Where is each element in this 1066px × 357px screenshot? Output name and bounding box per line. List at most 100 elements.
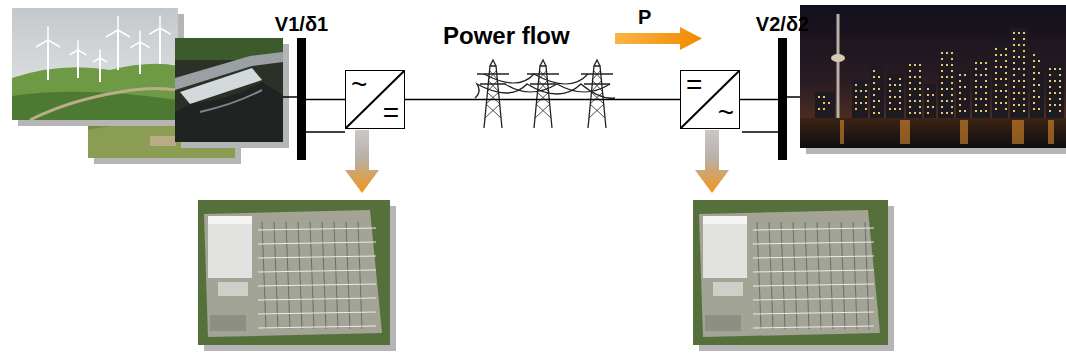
converter-diagonal-line [346,71,404,128]
lit-window [1013,38,1015,40]
transmission-line [740,99,778,101]
building [924,84,936,118]
turbine-blade [130,42,140,48]
lit-window [878,100,880,102]
turbine-tower [117,30,119,70]
switchyard-gantry [865,222,869,329]
lit-window [927,112,929,114]
lit-window [985,104,987,106]
lit-window [995,90,997,92]
lit-window [909,106,911,108]
turbine-blade [100,58,107,62]
lit-window [878,112,880,114]
lit-window [927,94,929,96]
station-arrow [345,130,379,193]
lit-window [1059,74,1061,76]
lit-window [951,58,953,60]
lit-window [932,94,934,96]
transformer [705,315,741,331]
valve-hall [208,216,252,278]
lit-window [1049,68,1051,70]
lit-window [1059,92,1061,94]
lit-window [951,52,953,54]
sky [12,8,178,120]
switchyard-gantry [757,222,761,329]
lit-window [1005,54,1007,56]
lit-window [1018,104,1020,106]
lit-window [995,108,997,110]
busbar-row [258,270,376,272]
lit-window [1005,96,1007,98]
turbine-tower [159,28,161,64]
busbar-row [258,228,376,230]
lit-window [951,76,953,78]
busbar-row [258,284,376,286]
lit-window [823,108,825,110]
lit-window [995,78,997,80]
turbine-tower [77,50,79,78]
photo-shadow [699,206,894,351]
wind-turbine [70,40,87,78]
lit-window [1013,110,1015,112]
switchyard-gantry [853,222,857,329]
lit-window [1033,60,1035,62]
lit-window [914,112,916,114]
lit-window [1013,104,1015,106]
turbine-tower [47,40,49,80]
lit-window [1018,68,1020,70]
transmission-line [405,99,680,101]
lit-window [1005,102,1007,104]
cn-tower-pod [831,54,845,62]
lit-window [1000,102,1002,104]
lit-window [1013,98,1015,100]
turbine-blade [140,42,150,48]
power-flow-arrow [615,27,702,50]
lit-window [919,100,921,102]
lit-window [1049,110,1051,112]
lit-window [975,98,977,100]
lake [800,118,1066,148]
feeder-line [787,96,800,98]
lit-window [1023,68,1025,70]
lit-window [941,64,943,66]
lit-window [1054,80,1056,82]
busbar-row [753,270,874,272]
lit-window [951,100,953,102]
lit-window [1013,44,1015,46]
stub-line [742,131,778,133]
bus-bar: V2/δ2 [778,38,787,160]
lit-window [823,96,825,98]
lit-window [919,76,921,78]
wind-farm-photo [12,8,178,120]
building [906,60,922,118]
stub-line [306,131,345,133]
lit-window [946,88,948,90]
turbine-blade [70,50,78,55]
lit-window [941,106,943,108]
night-sky [800,5,1066,148]
lit-window [985,86,987,88]
turbine-blade [118,30,130,37]
lit-window [873,94,875,96]
wind-turbine [130,31,149,74]
lit-window [855,90,857,92]
busbar-row [258,298,376,300]
lit-window [946,52,948,54]
lit-window [1059,80,1061,82]
lit-window [941,82,943,84]
lit-window [959,80,961,82]
busbar-row [258,312,376,314]
turbine-tower [99,58,101,82]
lit-window [959,86,961,88]
cn-tower [837,14,840,118]
lit-window [818,96,820,98]
lit-window [995,84,997,86]
lit-window [1005,48,1007,50]
lit-window [995,102,997,104]
lit-window [873,82,875,84]
turbine-blade [36,40,48,47]
tower-crossarm [581,60,613,84]
lit-window [894,96,896,98]
lit-window [873,112,875,114]
